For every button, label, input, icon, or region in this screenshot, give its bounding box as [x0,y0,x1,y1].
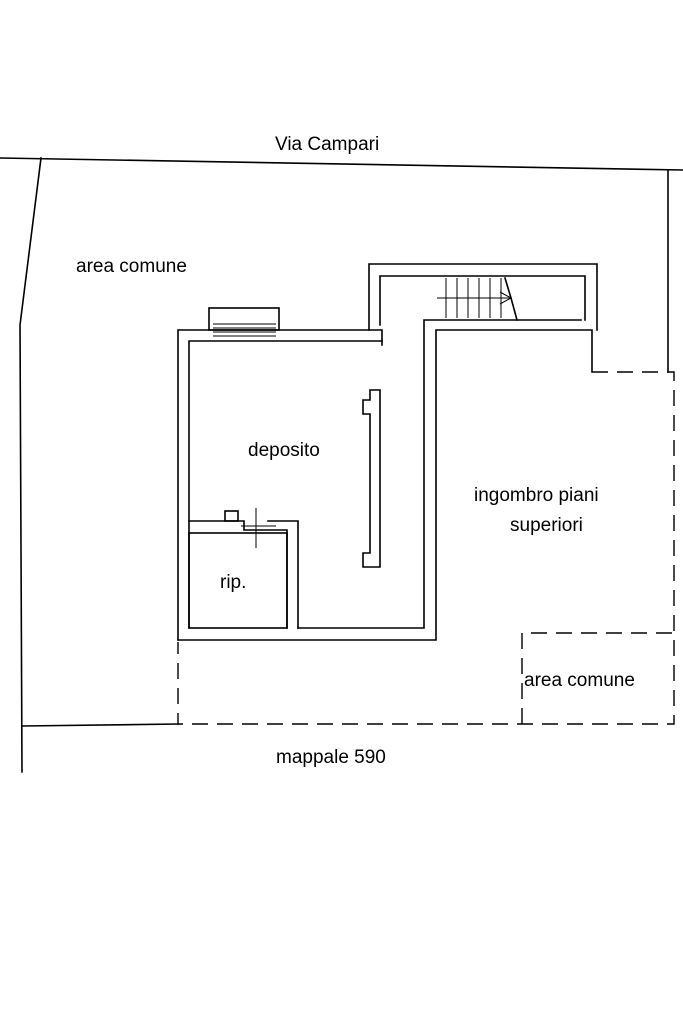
upper-floors-label-line2: superiori [510,515,583,536]
closet-walls [188,508,299,629]
stair-break-line [504,277,518,321]
dashed-outlines [177,371,675,725]
parcel-label: mappale 590 [276,747,386,768]
street-boundary-line [0,157,683,171]
common-area-label-top: area comune [76,256,187,277]
storage-label: deposito [248,440,320,461]
closet-label: rip. [220,572,246,593]
inner-wall-east [297,319,582,629]
closet-wall-right [267,520,299,629]
outer-wall-east [177,329,593,641]
outer-wall-west [177,329,383,641]
closet-outline [188,532,288,629]
south-boundary-line [21,723,179,727]
west-boundary-line [19,157,42,773]
window [208,307,280,331]
inner-wall-west [188,340,383,629]
common-area-outline [521,632,674,724]
common-area-label-bottom: area comune [524,670,635,691]
street-label: Via Campari [275,134,379,155]
lot-boundary [0,157,683,773]
shelf-unit [362,389,381,568]
upper-floors-outline [177,371,675,725]
staircase [437,277,518,321]
shelf-outline [362,389,381,568]
closet-door-jamb [224,510,239,522]
stair-wing-outer [368,263,598,331]
upper-floors-label-line1: ingombro piani [474,485,599,506]
stair-wing-inner [379,275,586,326]
